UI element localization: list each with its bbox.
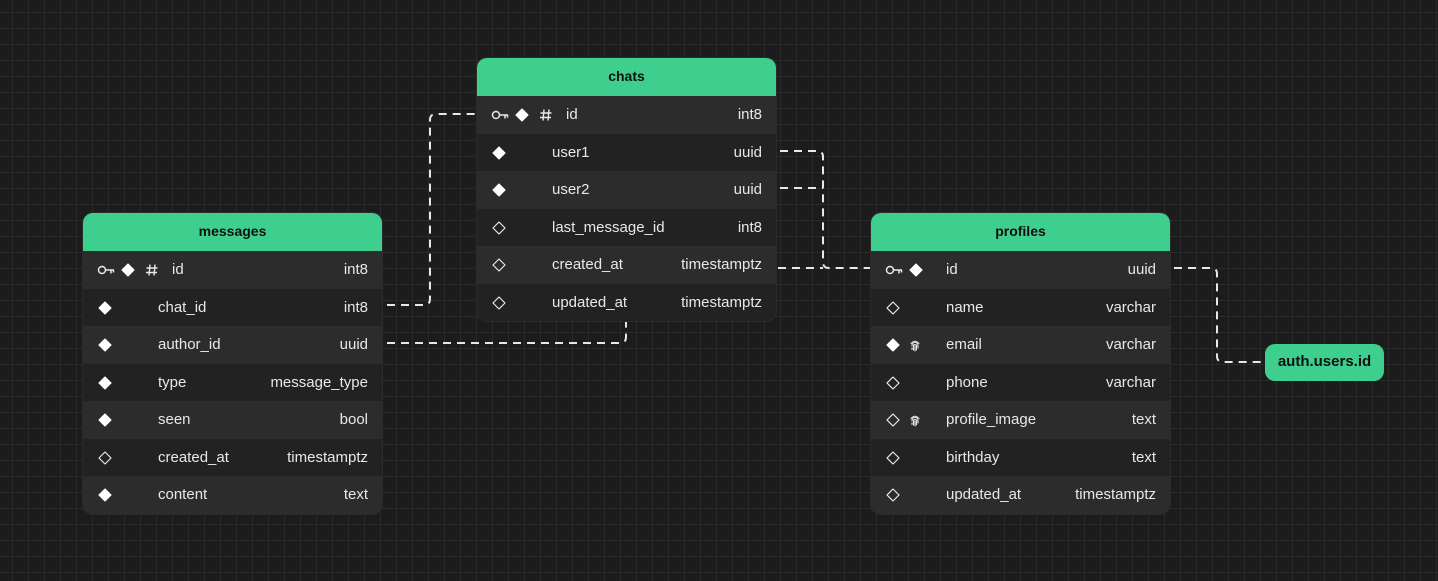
table-messages-title[interactable]: messages [83, 213, 382, 251]
column-name: created_at [158, 448, 229, 466]
column-name: birthday [946, 448, 1000, 466]
outline-diamond-icon [492, 295, 506, 310]
filled-diamond-icon [98, 413, 112, 427]
column-name: name [946, 298, 984, 316]
relation-profiles-id-to-auth-users-id[interactable] [1174, 267, 1265, 363]
fingerprint-icon [908, 413, 922, 427]
chats-column-user2[interactable]: user2 uuid [477, 171, 776, 209]
filled-diamond-icon [886, 338, 900, 352]
messages-column-seen[interactable]: seen bool [83, 401, 382, 439]
column-type: text [343, 486, 368, 503]
profiles-column-birthday[interactable]: birthday text [871, 438, 1170, 476]
column-type: timestamptz [681, 293, 762, 311]
profiles-column-name[interactable]: name varchar [871, 288, 1170, 326]
messages-column-created_at[interactable]: created_at timestamptz [83, 438, 382, 476]
hash-icon [145, 263, 159, 277]
column-name: id [946, 261, 958, 278]
filled-diamond-icon [909, 263, 923, 277]
chats-column-last_message_id[interactable]: last_message_id int8 [477, 208, 776, 246]
filled-diamond-icon [492, 145, 506, 160]
filled-diamond-icon [121, 263, 135, 277]
table-chats[interactable]: chats id int8 user1 uuid user2 uuid [477, 58, 776, 321]
column-name: id [566, 106, 578, 123]
profiles-column-profile_image[interactable]: profile_image text [871, 401, 1170, 439]
relation-messages-chat_id-to-chats-id[interactable] [387, 113, 476, 306]
column-type: uuid [733, 143, 762, 161]
column-name: phone [946, 373, 988, 391]
outline-diamond-icon [886, 375, 900, 390]
column-name: updated_at [552, 293, 628, 311]
table-profiles[interactable]: profiles id uuid name varchar email varc… [871, 213, 1170, 514]
column-name: email [946, 336, 982, 353]
filled-diamond-icon [98, 375, 112, 390]
column-type: text [1131, 411, 1156, 428]
column-type: int8 [737, 218, 762, 236]
relation-messages-author_id-to-profiles-id[interactable] [387, 322, 627, 344]
column-name: user2 [552, 181, 590, 198]
column-name: profile_image [946, 411, 1037, 428]
outline-diamond-icon [492, 258, 506, 272]
chats-column-user1[interactable]: user1 uuid [477, 133, 776, 171]
column-name: chat_id [158, 298, 207, 316]
profiles-column-id[interactable]: id uuid [871, 251, 1170, 289]
column-type: int8 [737, 106, 762, 123]
column-type: text [1131, 448, 1156, 466]
column-name: user1 [552, 143, 590, 161]
column-type: int8 [343, 298, 368, 316]
key-icon [491, 108, 509, 122]
outline-diamond-icon [886, 413, 900, 427]
chats-column-created_at[interactable]: created_at timestamptz [477, 246, 776, 284]
column-name: created_at [552, 256, 623, 273]
profiles-column-updated_at[interactable]: updated_at timestamptz [871, 476, 1170, 514]
table-profiles-title[interactable]: profiles [871, 213, 1170, 251]
outline-diamond-icon [492, 220, 506, 235]
fingerprint-icon [908, 338, 922, 352]
column-name: last_message_id [552, 218, 665, 236]
filled-diamond-icon [98, 488, 112, 502]
filled-diamond-icon [98, 300, 112, 315]
column-type: uuid [339, 336, 368, 353]
column-name: id [172, 261, 184, 278]
messages-column-content[interactable]: content text [83, 476, 382, 514]
profiles-column-email[interactable]: email varchar [871, 326, 1170, 364]
outline-diamond-icon [98, 450, 112, 465]
column-type: uuid [1127, 261, 1156, 278]
chats-column-updated_at[interactable]: updated_at timestamptz [477, 283, 776, 321]
column-type: timestamptz [287, 448, 368, 466]
external-node-auth-users-id[interactable]: auth.users.id [1265, 344, 1384, 381]
chats-column-id[interactable]: id int8 [477, 96, 776, 134]
table-chats-title[interactable]: chats [477, 58, 776, 96]
key-icon [97, 263, 115, 277]
column-type: message_type [270, 373, 368, 391]
filled-diamond-icon [98, 338, 112, 352]
column-name: author_id [158, 336, 221, 353]
outline-diamond-icon [886, 488, 900, 502]
column-name: seen [158, 411, 191, 428]
relation-chats-user1-to-profiles-id[interactable] [780, 150, 872, 269]
column-type: bool [339, 411, 368, 428]
table-messages[interactable]: messages id int8 chat_id int8 author_id … [83, 213, 382, 514]
messages-column-author_id[interactable]: author_id uuid [83, 326, 382, 364]
profiles-column-phone[interactable]: phone varchar [871, 363, 1170, 401]
messages-column-type[interactable]: type message_type [83, 363, 382, 401]
column-type: int8 [343, 261, 368, 278]
hash-icon [539, 108, 553, 122]
outline-diamond-icon [886, 300, 900, 315]
column-name: updated_at [946, 486, 1022, 503]
column-type: timestamptz [1075, 486, 1156, 503]
column-name: content [158, 486, 208, 503]
key-icon [885, 263, 903, 277]
filled-diamond-icon [515, 108, 529, 122]
filled-diamond-icon [492, 183, 506, 197]
column-type: uuid [733, 181, 762, 198]
column-name: type [158, 373, 187, 391]
column-type: varchar [1105, 298, 1156, 316]
column-type: varchar [1105, 373, 1156, 391]
column-type: timestamptz [681, 256, 762, 273]
messages-column-id[interactable]: id int8 [83, 251, 382, 289]
messages-column-chat_id[interactable]: chat_id int8 [83, 288, 382, 326]
outline-diamond-icon [886, 450, 900, 465]
column-type: varchar [1105, 336, 1156, 353]
